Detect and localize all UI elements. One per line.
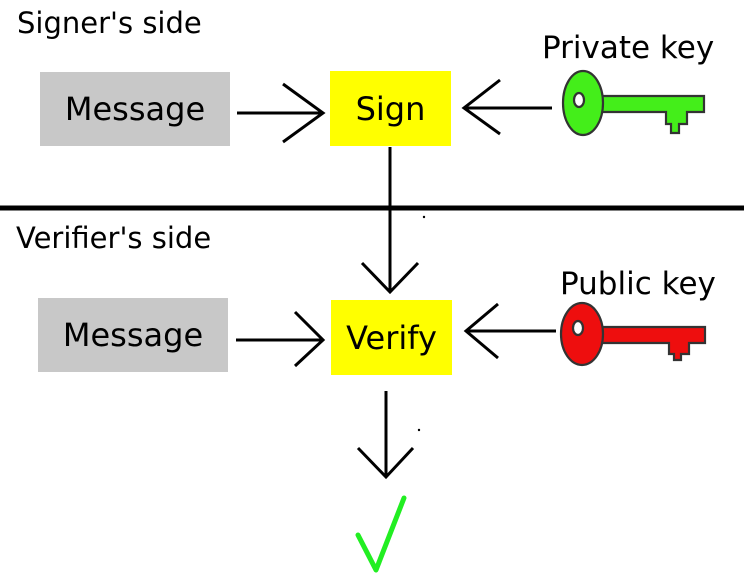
signer-message-box: Message [40, 72, 230, 146]
verify-box: Verify [331, 300, 452, 375]
signer-section-label: Signer's side [17, 6, 202, 40]
arrow-message-to-sign [237, 82, 326, 144]
arrow-message-to-verify [236, 310, 326, 368]
arrow-sign-to-verify [360, 147, 420, 295]
sign-box: Sign [330, 71, 451, 146]
private-key-label: Private key [542, 30, 715, 66]
stray-dot [422, 215, 426, 219]
verifier-section-label: Verifier's side [16, 221, 212, 255]
arrow-verify-to-result [356, 391, 415, 480]
verify-label: Verify [346, 318, 437, 357]
public-key-icon [559, 301, 707, 367]
checkmark-icon [355, 495, 407, 573]
stray-dot [417, 428, 421, 432]
public-key-label: Public key [560, 266, 716, 302]
signer-message-label: Message [64, 90, 206, 128]
sign-label: Sign [355, 89, 426, 128]
verifier-message-box: Message [38, 298, 228, 372]
verifier-message-label: Message [62, 316, 204, 354]
arrow-public-key-to-verify [463, 302, 556, 360]
private-key-icon [561, 69, 706, 137]
arrow-private-key-to-sign [461, 78, 552, 136]
